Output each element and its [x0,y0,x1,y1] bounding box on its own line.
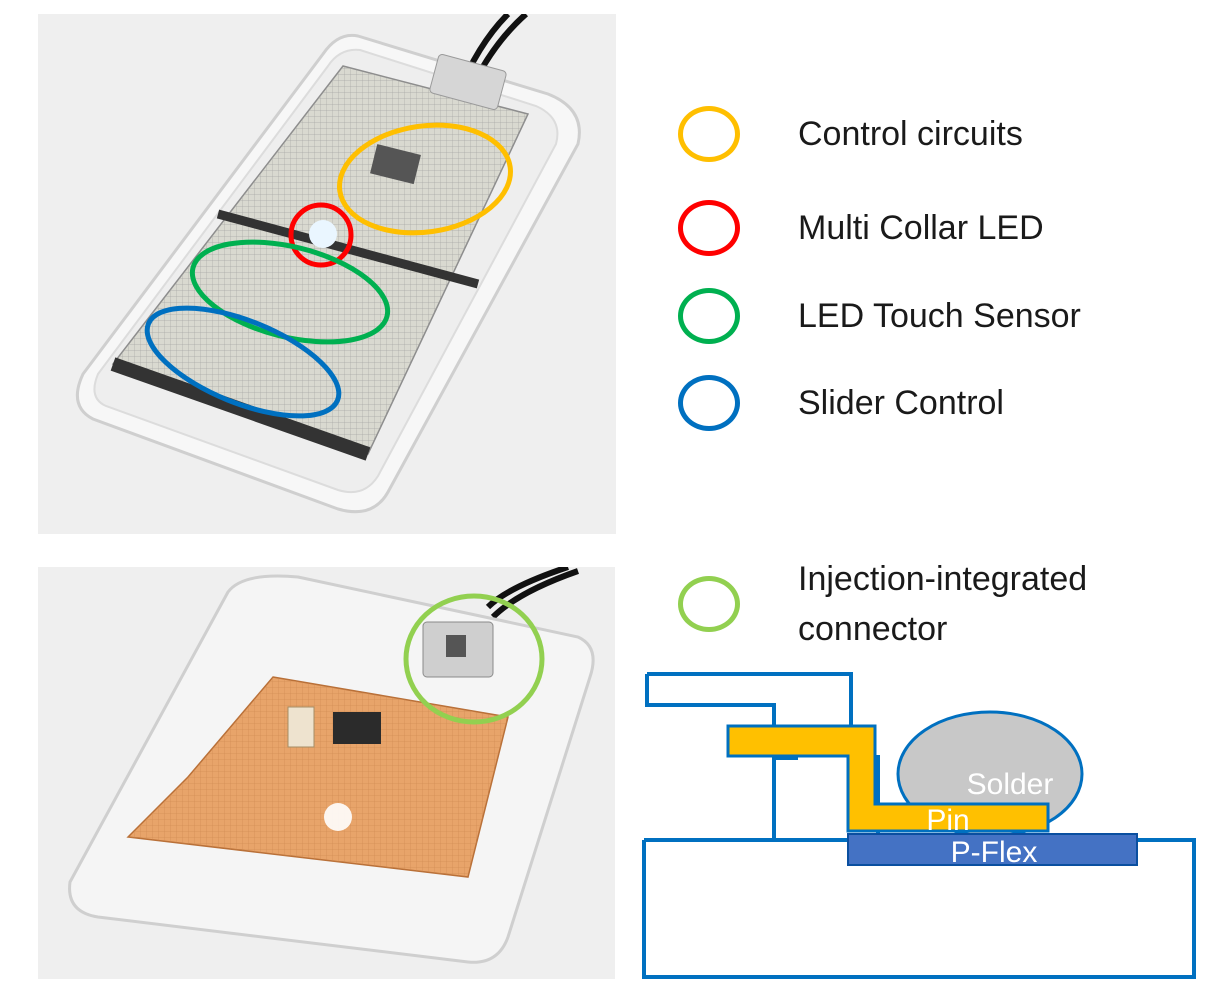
p-flex-label: P-Flex [951,836,1038,869]
legend-label: Slider Control [798,384,1004,422]
legend-item-led-touch-sensor: LED Touch Sensor [678,288,1081,344]
base-body-outline [642,838,1196,979]
pin-label: Pin [926,804,969,837]
legend-label: LED Touch Sensor [798,297,1081,335]
pin [726,724,1050,833]
legend-item-injection-connector: Injection-integrated connector [678,560,1087,648]
solder-label: Solder [967,768,1054,801]
green-circle-icon [678,288,740,344]
legend-label: Multi Collar LED [798,209,1044,247]
p-flex-layer [847,833,1138,866]
blue-circle-icon [678,375,740,431]
legend-label: Injection-integrated connector [798,554,1087,654]
legend-label: Control circuits [798,115,1023,153]
legend-item-control-circuits: Control circuits [678,106,1023,162]
light-green-circle-icon [678,576,740,632]
device-photo-top [38,14,616,534]
orange-circle-icon [678,106,740,162]
legend-item-slider-control: Slider Control [678,375,1004,431]
device-photo-bottom [38,567,615,979]
legend-item-multi-collar-led: Multi Collar LED [678,200,1044,256]
housing-left-step-outline [772,756,798,840]
housing-left-upper-outline [645,674,776,728]
connector-cross-section-diagram: Solder Pin P-Flex [642,672,1196,979]
legend-label-line2: connector [798,610,948,648]
red-circle-icon [678,200,740,256]
legend-label-line1: Injection-integrated [798,560,1088,598]
